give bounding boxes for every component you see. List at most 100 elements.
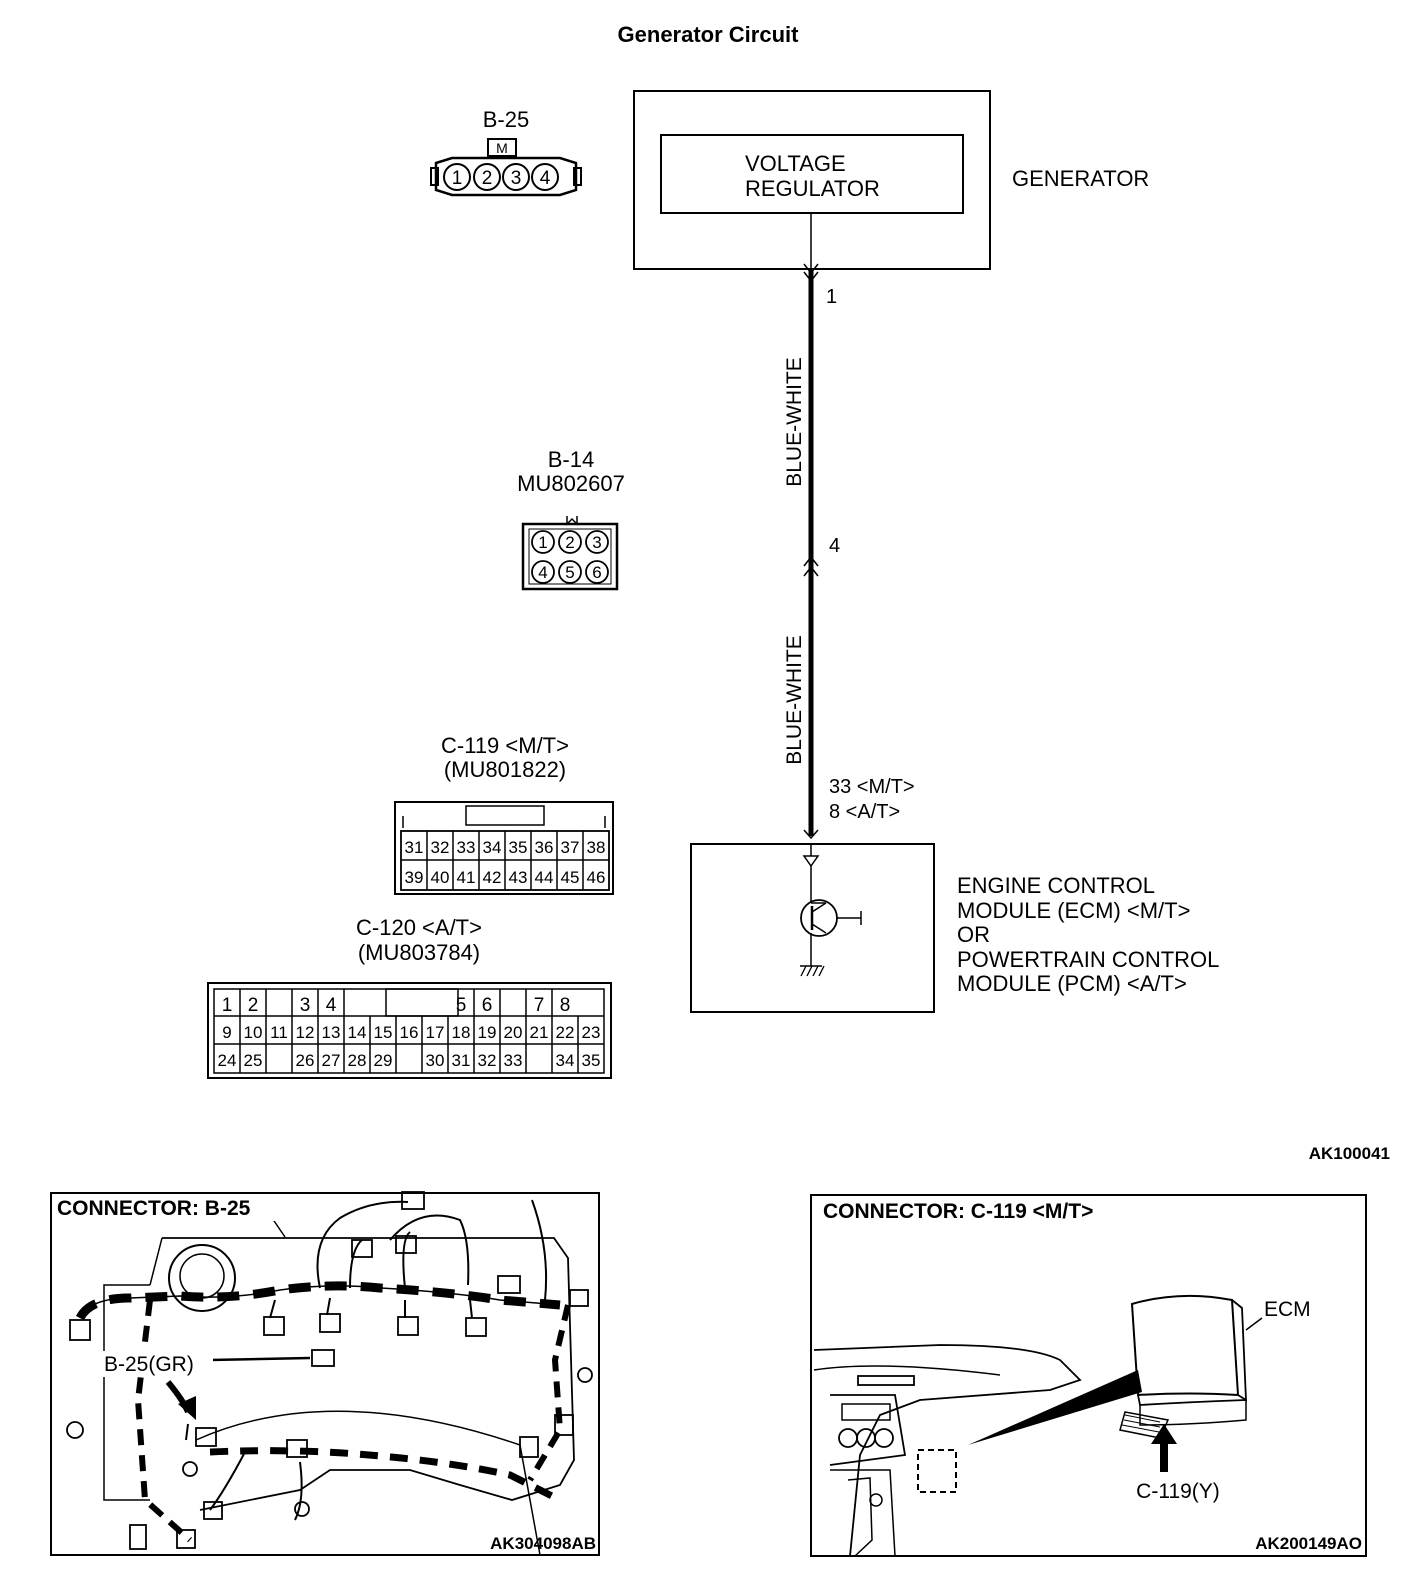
c120-pin: 20 bbox=[504, 1023, 523, 1042]
b14-pin-6: 6 bbox=[592, 563, 601, 582]
regulator-label-line2: REGULATOR bbox=[745, 176, 880, 201]
c119-pin: 39 bbox=[405, 868, 424, 887]
c120-pin: 31 bbox=[452, 1051, 471, 1070]
c120-pin: 26 bbox=[296, 1051, 315, 1070]
c120-pin: 27 bbox=[322, 1051, 341, 1070]
c119-pin: 36 bbox=[535, 838, 554, 857]
c119-pin: 34 bbox=[483, 838, 502, 857]
ecm-label-line4: POWERTRAIN CONTROL bbox=[957, 947, 1219, 972]
c120-pin: 32 bbox=[478, 1051, 497, 1070]
c119-part: (MU801822) bbox=[444, 757, 566, 782]
generator-label: GENERATOR bbox=[1012, 166, 1149, 191]
c119-pin: 38 bbox=[587, 838, 606, 857]
c120-pin: 11 bbox=[270, 1023, 288, 1042]
c120-pin: 18 bbox=[452, 1023, 471, 1042]
c120-pin: 24 bbox=[218, 1051, 237, 1070]
c120-pin: 7 bbox=[534, 995, 545, 1016]
c119-pin: 40 bbox=[431, 868, 450, 887]
c119-pin: 33 bbox=[457, 838, 476, 857]
panel-right-title: CONNECTOR: C-119 <M/T> bbox=[823, 1200, 1093, 1223]
c119-pin: 42 bbox=[483, 868, 502, 887]
b14-pin-4: 4 bbox=[538, 563, 547, 582]
c120-part: (MU803784) bbox=[358, 940, 480, 965]
connector-b14: B-14 MU802607 1 2 3 4 5 6 bbox=[517, 447, 625, 591]
c120-pin: 15 bbox=[374, 1023, 393, 1042]
c120-pin: 25 bbox=[244, 1051, 263, 1070]
c120-pin: 9 bbox=[222, 1023, 231, 1042]
ecm-label-line2: MODULE (ECM) <M/T> bbox=[957, 898, 1190, 923]
c119-pin: 32 bbox=[431, 838, 450, 857]
c119-pin: 31 bbox=[405, 838, 424, 857]
ecm-block: ENGINE CONTROL MODULE (ECM) <M/T> OR POW… bbox=[690, 843, 1219, 1013]
c120-pin: 5 bbox=[456, 995, 467, 1016]
panel-right-ecm-label: ECM bbox=[1264, 1298, 1311, 1321]
ecm-label-line5: MODULE (PCM) <A/T> bbox=[957, 971, 1187, 996]
figure-id: AK100041 bbox=[1309, 1144, 1390, 1163]
connector-c119: C-119 <M/T> (MU801822) 31 32 33 34 35 36 37 38 3… bbox=[394, 733, 614, 895]
c120-pin: 16 bbox=[400, 1023, 419, 1042]
b25-pin-3: 3 bbox=[511, 168, 522, 189]
ecm-pin-mt: 33 <M/T> bbox=[829, 776, 915, 798]
c120-pin: 10 bbox=[244, 1023, 263, 1042]
c119-pin: 35 bbox=[509, 838, 528, 857]
ecm-label-line1: ENGINE CONTROL bbox=[957, 873, 1155, 898]
c120-pin: 2 bbox=[248, 995, 259, 1016]
c120-pin: 30 bbox=[426, 1051, 445, 1070]
panel-left-title: CONNECTOR: B-25 bbox=[57, 1197, 251, 1220]
c120-pin: 12 bbox=[296, 1023, 315, 1042]
c120-pin: 8 bbox=[560, 995, 571, 1016]
c120-pin: 34 bbox=[556, 1051, 575, 1070]
panel-connector-c119: CONNECTOR: C-119 <M/T> ECM C-119(Y) AK20… bbox=[810, 1194, 1367, 1557]
ecm-label-line3: OR bbox=[957, 922, 990, 947]
b14-label: B-14 bbox=[548, 447, 594, 472]
wire-color-lower: BLUE-WHITE bbox=[783, 635, 806, 765]
c120-pin: 33 bbox=[504, 1051, 523, 1070]
regulator-label-line1: VOLTAGE bbox=[745, 151, 846, 176]
c119-pin: 41 bbox=[457, 868, 476, 887]
b25-pin-2: 2 bbox=[482, 168, 493, 189]
panel-left-figure-id: AK304098AB bbox=[490, 1534, 596, 1553]
panel-right-callout: C-119(Y) bbox=[1136, 1480, 1220, 1503]
c120-pin: 4 bbox=[326, 995, 337, 1016]
diagram-title: Generator Circuit bbox=[618, 22, 800, 47]
c119-label: C-119 <M/T> bbox=[441, 733, 569, 758]
c119-pin: 46 bbox=[587, 868, 606, 887]
b14-pin-3: 3 bbox=[592, 533, 601, 552]
c120-pin: 1 bbox=[222, 995, 233, 1016]
c120-pin: 21 bbox=[530, 1023, 549, 1042]
b14-pin-1: 1 bbox=[538, 533, 547, 552]
c120-pin: 35 bbox=[582, 1051, 601, 1070]
c120-pin: 3 bbox=[300, 995, 311, 1016]
c120-pin: 19 bbox=[478, 1023, 497, 1042]
c120-pin: 6 bbox=[482, 995, 493, 1016]
b25-label: B-25 bbox=[483, 107, 529, 132]
b14-pin-2: 2 bbox=[565, 533, 574, 552]
b14-pin-5: 5 bbox=[565, 563, 574, 582]
c119-pin: 43 bbox=[509, 868, 528, 887]
c120-pin: 22 bbox=[556, 1023, 575, 1042]
c120-pin: 13 bbox=[322, 1023, 341, 1042]
c120-pin: 28 bbox=[348, 1051, 367, 1070]
c119-pin: 45 bbox=[561, 868, 580, 887]
pin-4-label: 4 bbox=[829, 535, 840, 557]
generator-block: VOLTAGE REGULATOR GENERATOR bbox=[633, 90, 1149, 270]
c119-pin: 37 bbox=[561, 838, 580, 857]
wire-blue-white: 1 4 BLUE-WHITE BLUE-WHITE 33 <M/T> 8 <A/… bbox=[783, 213, 915, 840]
c120-pin: 29 bbox=[374, 1051, 393, 1070]
c120-pin: 23 bbox=[582, 1023, 601, 1042]
connector-b25: B-25 M 1 2 3 4 bbox=[430, 107, 582, 197]
panel-right-figure-id: AK200149AO bbox=[1255, 1534, 1362, 1553]
c120-label: C-120 <A/T> bbox=[356, 915, 482, 940]
wire-color-upper: BLUE-WHITE bbox=[783, 357, 806, 487]
b25-key: M bbox=[496, 140, 508, 156]
ecm-pin-at: 8 <A/T> bbox=[829, 801, 900, 823]
panel-left-callout: B-25(GR) bbox=[104, 1353, 194, 1376]
c120-pin: 17 bbox=[426, 1023, 445, 1042]
pin-1-label: 1 bbox=[826, 286, 837, 308]
c120-pin: 14 bbox=[348, 1023, 367, 1042]
c119-pin: 44 bbox=[535, 868, 554, 887]
b25-pin-1: 1 bbox=[452, 168, 463, 189]
b14-part: MU802607 bbox=[517, 471, 625, 496]
